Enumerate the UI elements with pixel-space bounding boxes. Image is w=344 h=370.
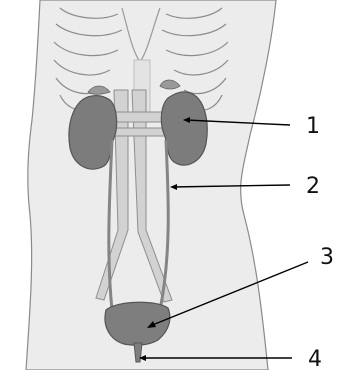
callout-4: 4 xyxy=(308,347,322,370)
left-kidney xyxy=(69,96,117,169)
callout-3: 3 xyxy=(320,245,334,270)
bladder xyxy=(105,302,170,345)
right-kidney xyxy=(161,92,207,165)
callout-1: 1 xyxy=(306,114,320,139)
urethra xyxy=(134,343,142,362)
callout-2: 2 xyxy=(306,174,320,199)
